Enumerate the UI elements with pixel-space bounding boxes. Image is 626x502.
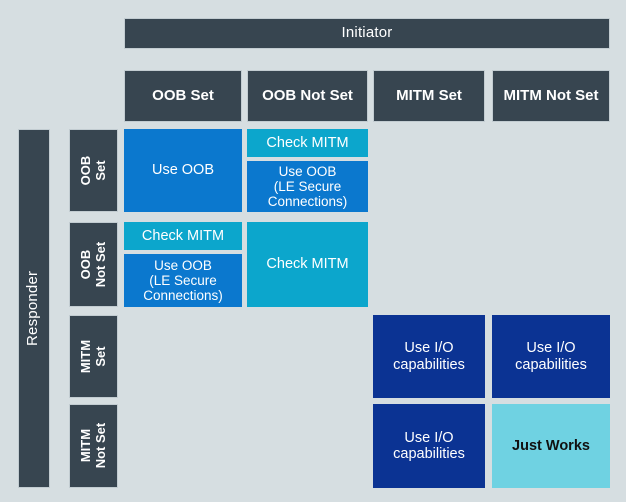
matrix-cell-mitmset-mitmnotset: Use I/O capabilities [492,315,610,398]
matrix-cell-oobnotset-oobset-check-mitm: Check MITM [124,222,242,250]
column-header-mitm-set: MITM Set [373,70,485,122]
row-header-mitm-not-set-label: MITM Not Set [77,423,108,469]
responder-header-bar: Responder [18,129,50,488]
matrix-cell-oobset-oobnotset-use-oob: Use OOB (LE Secure Connections) [247,161,368,212]
matrix-cell-mitmnotset-mitmnotset-just-works: Just Works [492,404,610,488]
row-header-oob-set-label: OOB Set [77,155,108,186]
column-header-oob-not-set: OOB Not Set [247,70,368,122]
matrix-cell-oobset-oobnotset-check-mitm: Check MITM [247,129,368,157]
column-header-mitm-not-set: MITM Not Set [492,70,610,122]
initiator-header-bar: Initiator [124,18,610,49]
matrix-cell-mitmset-mitmset: Use I/O capabilities [373,315,485,398]
matrix-cell-mitmnotset-mitmset: Use I/O capabilities [373,404,485,488]
row-header-mitm-set-label: MITM Set [77,339,108,374]
row-header-mitm-not-set: MITM Not Set [69,404,118,488]
matrix-cell-oobnotset-oobnotset: Check MITM [247,222,368,307]
row-header-oob-not-set-label: OOB Not Set [77,241,108,288]
row-header-oob-not-set: OOB Not Set [69,222,118,307]
matrix-cell-oobnotset-oobset-use-oob: Use OOB (LE Secure Connections) [124,254,242,307]
column-header-oob-set: OOB Set [124,70,242,122]
row-header-oob-set: OOB Set [69,129,118,212]
responder-header-label: Responder [24,270,42,347]
row-header-mitm-set: MITM Set [69,315,118,398]
matrix-cell-oobset-oobset: Use OOB [124,129,242,212]
